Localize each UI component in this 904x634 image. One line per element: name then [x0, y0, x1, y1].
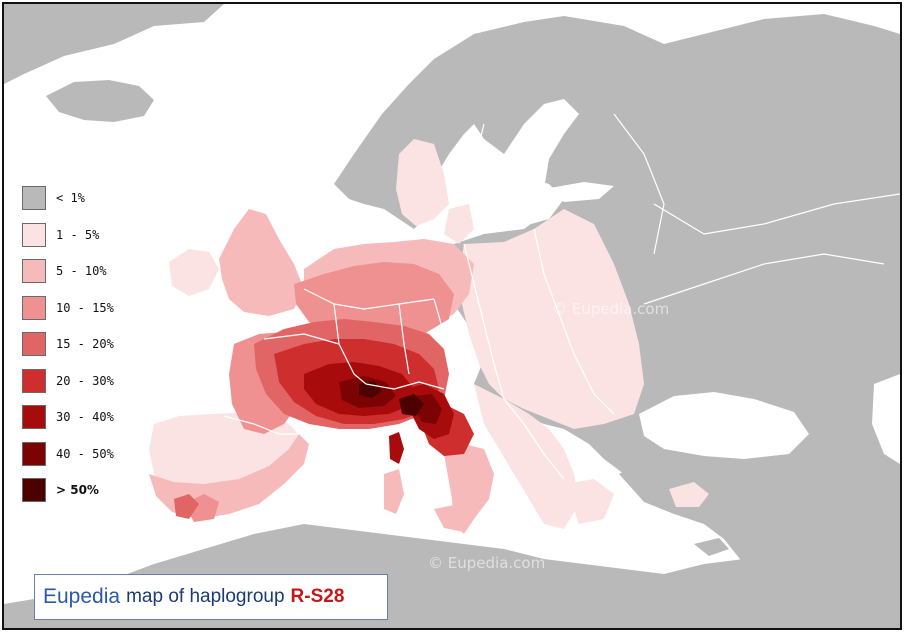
legend-item: < 1% — [22, 180, 114, 217]
map-title: Eupedia map of haplogroup R-S28 — [34, 574, 388, 620]
title-brand: Eupedia — [43, 585, 121, 608]
legend-swatch — [22, 405, 46, 430]
title-text: map of haplogroup — [126, 586, 285, 607]
legend-swatch — [22, 186, 46, 211]
inland-seas — [474, 99, 900, 464]
legend-label: 30 - 40% — [56, 410, 114, 425]
haplogroup-map — [4, 4, 900, 628]
legend-swatch — [22, 478, 46, 503]
legend-label: 15 - 20% — [56, 337, 114, 352]
legend-swatch — [22, 295, 46, 320]
watermark: © Eupedia.com — [552, 300, 670, 318]
legend-item: 1 - 5% — [22, 217, 114, 254]
legend-item: 5 - 10% — [22, 253, 114, 290]
legend-label: 1 - 5% — [56, 227, 100, 242]
legend-label: 5 - 10% — [56, 264, 107, 279]
zone-1-5 — [149, 139, 709, 529]
legend-swatch — [22, 441, 46, 466]
legend-item: 10 - 15% — [22, 290, 114, 327]
legend-label: 10 - 15% — [56, 300, 114, 315]
title-haplogroup: R-S28 — [290, 586, 345, 607]
legend: < 1% 1 - 5% 5 - 10% 10 - 15% 15 - 20% 20… — [22, 180, 114, 509]
legend-label: 40 - 50% — [56, 446, 114, 461]
legend-item: 40 - 50% — [22, 436, 114, 473]
legend-swatch — [22, 368, 46, 393]
watermark: © Eupedia.com — [428, 554, 546, 572]
legend-label: > 50% — [56, 483, 99, 498]
legend-item: 15 - 20% — [22, 326, 114, 363]
legend-swatch — [22, 259, 46, 284]
legend-item: 20 - 30% — [22, 363, 114, 400]
country-borders — [223, 113, 900, 480]
legend-item: 30 - 40% — [22, 399, 114, 436]
legend-label: < 1% — [56, 191, 85, 206]
legend-label: 20 - 30% — [56, 373, 114, 388]
legend-swatch — [22, 332, 46, 357]
legend-item: > 50% — [22, 472, 114, 509]
legend-swatch — [22, 222, 46, 247]
